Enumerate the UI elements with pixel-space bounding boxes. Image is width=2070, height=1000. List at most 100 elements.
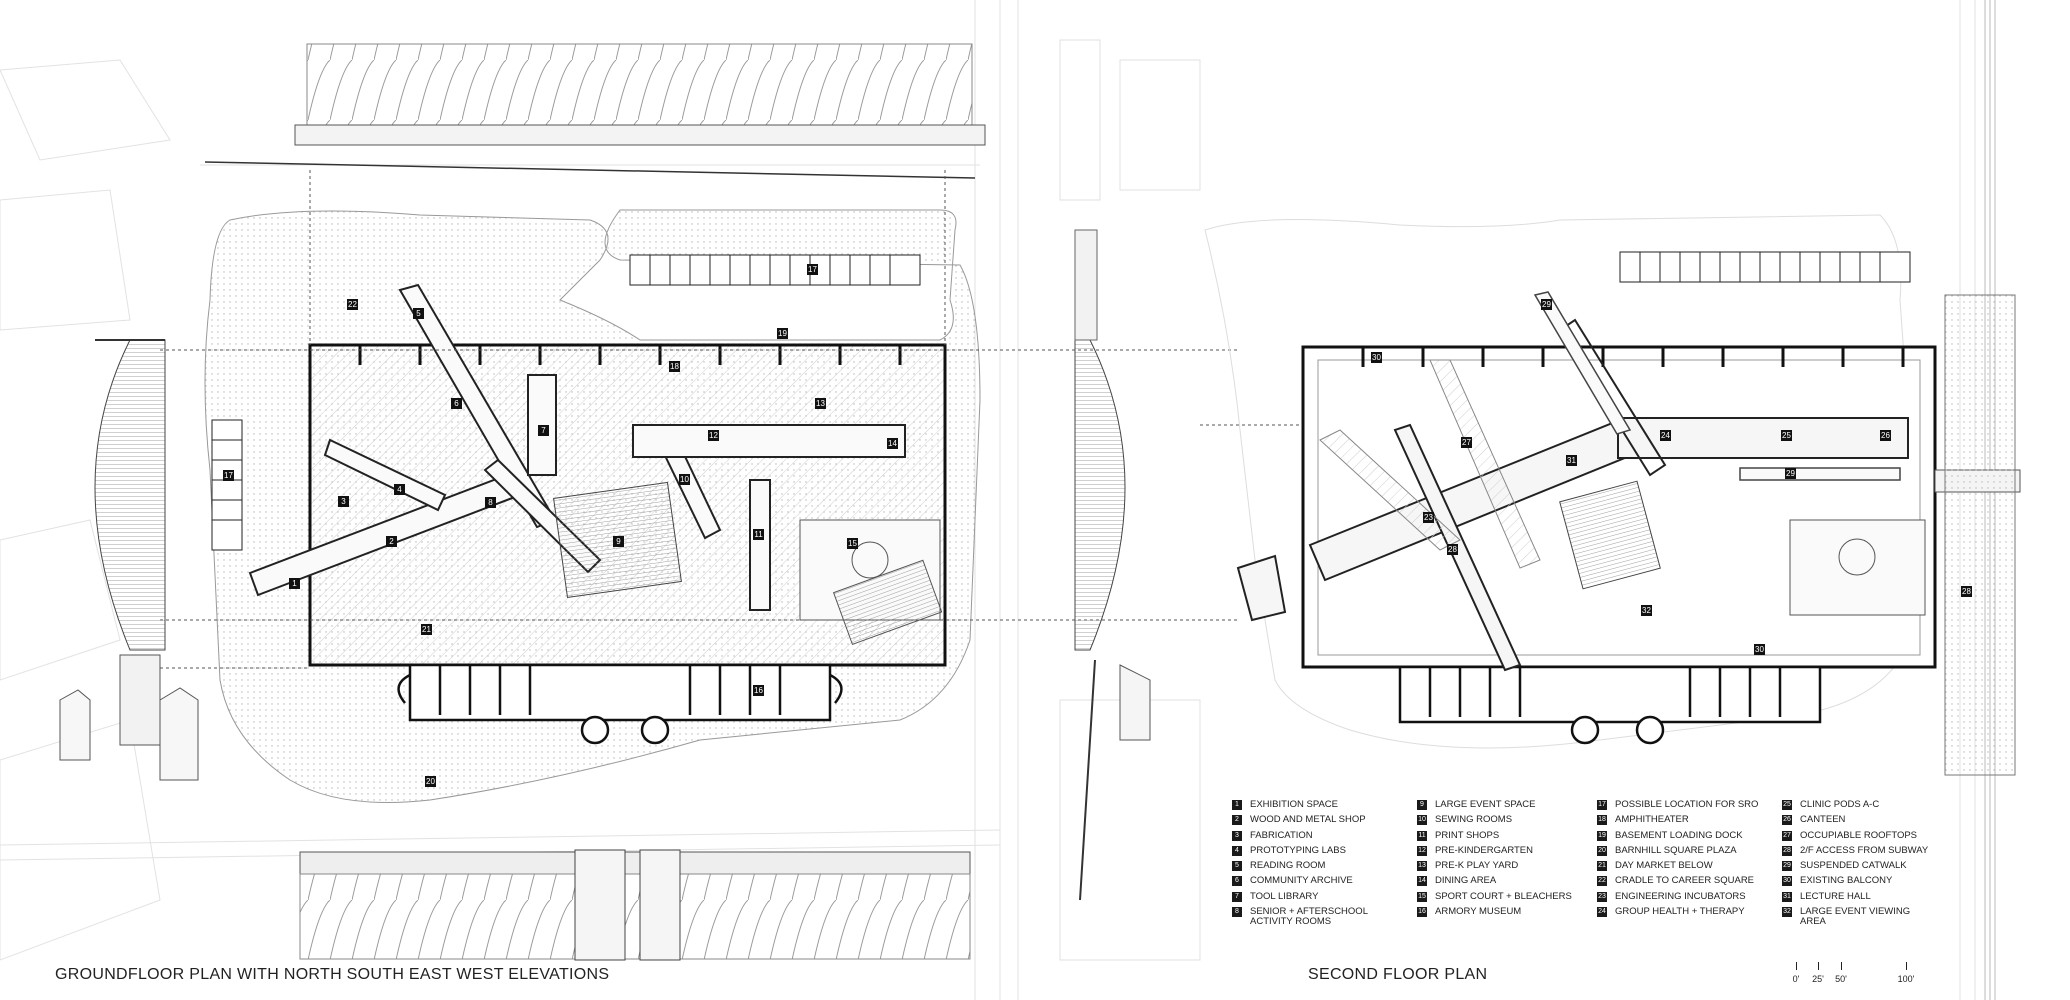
ground-room-markers: 1 2 3 4 5 6 7 8 9 10 11 12 13 14 15 16 1… — [223, 264, 898, 787]
room-marker: 12 — [708, 430, 719, 441]
legend-number: 28 — [1782, 845, 1792, 856]
legend-number: 18 — [1597, 815, 1607, 826]
legend-number: 21 — [1597, 861, 1607, 872]
legend-number: 3 — [1232, 830, 1242, 841]
svg-text:32: 32 — [1642, 606, 1651, 615]
svg-text:30: 30 — [1755, 645, 1764, 654]
legend-number: 30 — [1782, 876, 1792, 887]
room-marker: 17 — [807, 264, 818, 275]
north-elevation — [204, 43, 986, 179]
svg-text:19: 19 — [778, 329, 787, 338]
legend-number: 25 — [1782, 800, 1792, 810]
legend-item: 32 LARGE EVENT VIEWING AREA — [1782, 907, 1962, 927]
room-marker: 2 — [386, 536, 397, 547]
room-marker: 1 — [289, 578, 300, 589]
legend-item: 8 SENIOR + AFTERSCHOOL ACTIVITY ROOMS — [1232, 907, 1412, 927]
legend-label: PRE-K PLAY YARD — [1435, 860, 1519, 872]
subway-access-tower — [1944, 294, 2016, 776]
svg-text:13: 13 — [816, 399, 825, 408]
legend-label: CLINIC PODS A-C — [1800, 799, 1880, 810]
legend-label: SENIOR + AFTERSCHOOL ACTIVITY ROOMS — [1250, 906, 1368, 928]
legend-number: 1 — [1232, 800, 1242, 810]
legend-label: BASEMENT LOADING DOCK — [1615, 829, 1743, 841]
room-marker: 26 — [1880, 430, 1891, 441]
legend-number: 31 — [1782, 891, 1792, 902]
svg-text:16: 16 — [754, 686, 763, 695]
legend-number: 13 — [1417, 861, 1427, 872]
legend-number: 23 — [1597, 891, 1607, 902]
svg-text:18: 18 — [670, 362, 679, 371]
svg-text:10: 10 — [680, 475, 689, 484]
legend-label: SUSPENDED CATWALK — [1800, 860, 1907, 872]
legend-number: 16 — [1417, 907, 1427, 918]
legend-number: 8 — [1232, 907, 1242, 918]
ground-sro-row — [629, 254, 921, 286]
room-marker: 28 — [1447, 544, 1458, 555]
legend-label: POSSIBLE LOCATION FOR SRO — [1615, 799, 1759, 810]
room-marker: 28 — [1961, 586, 1972, 597]
room-marker: 13 — [815, 398, 826, 409]
svg-text:1: 1 — [292, 579, 297, 588]
legend-number: 32 — [1782, 907, 1792, 918]
room-marker: 7 — [538, 425, 549, 436]
legend-number: 7 — [1232, 891, 1242, 902]
svg-text:30: 30 — [1372, 353, 1381, 362]
east-elevation — [1074, 229, 1151, 901]
legend-number: 2 — [1232, 815, 1242, 826]
legend-label: SPORT COURT + BLEACHERS — [1435, 890, 1572, 902]
svg-text:4: 4 — [397, 485, 402, 494]
room-marker: 32 — [1641, 605, 1652, 616]
legend-item: 28 2/F ACCESS FROM SUBWAY — [1782, 844, 1962, 861]
room-marker: 31 — [1566, 455, 1577, 466]
room-marker: 9 — [613, 536, 624, 547]
second-event-viewing — [1559, 480, 1661, 590]
legend-number: 24 — [1597, 907, 1607, 918]
svg-text:15: 15 — [848, 539, 857, 548]
svg-text:31: 31 — [1567, 456, 1576, 465]
scale-label: 100' — [1897, 974, 1915, 984]
legend-item: 25 CLINIC PODS A-C — [1782, 800, 1962, 815]
legend-label: LARGE EVENT VIEWING AREA — [1800, 906, 1911, 928]
svg-text:8: 8 — [488, 498, 493, 507]
legend-label: BARNHILL SQUARE PLAZA — [1615, 844, 1737, 856]
legend-label: COMMUNITY ARCHIVE — [1250, 875, 1353, 887]
room-marker: 30 — [1371, 352, 1382, 363]
second-floor-title: SECOND FLOOR PLAN — [1308, 966, 1488, 983]
legend-label: DAY MARKET BELOW — [1615, 860, 1713, 872]
legend-label: WOOD AND METAL SHOP — [1250, 814, 1366, 826]
legend-number: 6 — [1232, 876, 1242, 887]
legend-number: 27 — [1782, 830, 1792, 841]
room-marker: 20 — [425, 776, 436, 787]
room-marker: 4 — [394, 484, 405, 495]
room-marker: 29 — [1785, 468, 1796, 479]
second-room-markers: 23 24 25 26 27 28 28 29 29 30 30 31 32 — [1371, 299, 1972, 655]
room-marker: 30 — [1754, 644, 1765, 655]
legend-label: PROTOTYPING LABS — [1250, 844, 1346, 856]
room-marker: 14 — [887, 438, 898, 449]
svg-text:12: 12 — [709, 431, 718, 440]
legend-label: CANTEEN — [1800, 814, 1846, 826]
ground-west-annex — [211, 419, 243, 551]
legend-item: 6 COMMUNITY ARCHIVE — [1232, 876, 1412, 891]
room-marker: 6 — [451, 398, 462, 409]
ground-floor-plan: 1 2 3 4 5 6 7 8 9 10 11 12 13 14 15 16 1… — [59, 43, 1900, 961]
ground-floor-title: GROUNDFLOOR PLAN WITH NORTH SOUTH EAST W… — [55, 966, 610, 983]
room-marker: 21 — [421, 624, 432, 635]
svg-text:28: 28 — [1962, 587, 1971, 596]
svg-text:26: 26 — [1881, 431, 1890, 440]
legend-label: 2/F ACCESS FROM SUBWAY — [1800, 844, 1929, 856]
legend-number: 15 — [1417, 891, 1427, 902]
